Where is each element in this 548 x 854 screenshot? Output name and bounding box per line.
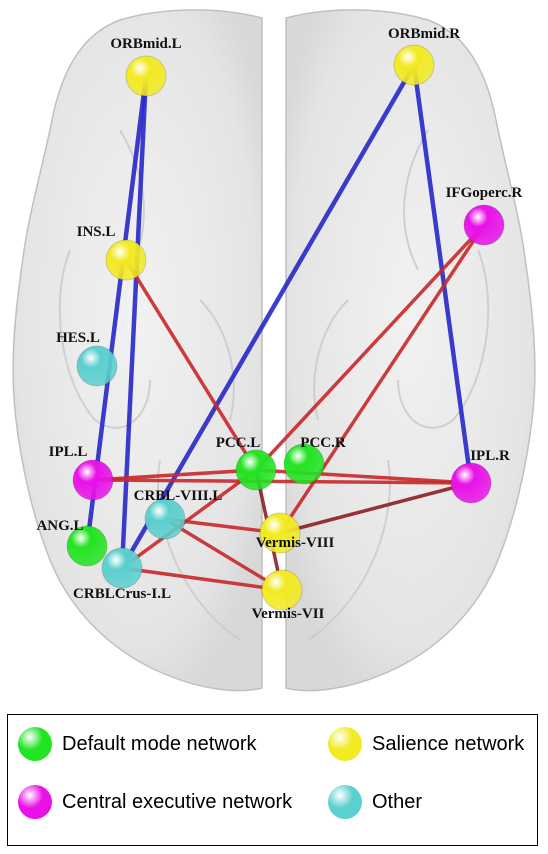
node-label: INS.L: [77, 224, 116, 240]
node-sphere: [464, 205, 504, 245]
legend-swatch-default-mode: [18, 727, 52, 761]
node-label: ANG.L: [36, 518, 83, 534]
legend-label: Central executive network: [62, 791, 292, 814]
node-sphere: [236, 450, 276, 490]
node-label: Vermis-VIII: [256, 535, 335, 551]
node-label: PCC.R: [300, 435, 346, 451]
node-label: IFGoperc.R: [446, 185, 523, 201]
node-label: HES.L: [56, 330, 100, 346]
node-label: Vermis-VII: [252, 606, 325, 622]
node-sphere: [73, 460, 113, 500]
legend-item-other: Other: [328, 785, 422, 819]
node-label: ORBmid.R: [388, 26, 460, 42]
brain-network-svg: ORBmid.L ORBmid.R IFGoperc.R INS.L HES.L PCC.…: [0, 0, 548, 700]
legend: Default mode network Salience network Ce…: [7, 714, 538, 846]
node-sphere: [126, 56, 166, 96]
node-label: CRBLCrus-I.L: [73, 586, 171, 602]
node-sphere: [106, 240, 146, 280]
right-hemisphere: [286, 10, 535, 691]
node-sphere: [394, 45, 434, 85]
node-label: IPL.R: [470, 448, 510, 464]
legend-swatch-other: [328, 785, 362, 819]
node-sphere: [102, 548, 142, 588]
node-label: PCC.L: [216, 435, 261, 451]
node-label: CRBL-VIII.L: [134, 488, 223, 504]
node-label: ORBmid.L: [110, 36, 181, 52]
legend-swatch-central-executive: [18, 785, 52, 819]
legend-label: Default mode network: [62, 733, 257, 756]
legend-item-central-executive: Central executive network: [18, 785, 292, 819]
brain-network-figure: ORBmid.L ORBmid.R IFGoperc.R INS.L HES.L PCC.…: [0, 0, 548, 700]
node-sphere: [451, 463, 491, 503]
node-sphere: [145, 499, 185, 539]
node-sphere: [77, 346, 117, 386]
legend-label: Other: [372, 791, 422, 814]
legend-item-default-mode: Default mode network: [18, 727, 257, 761]
legend-label: Salience network: [372, 733, 524, 756]
legend-item-salience: Salience network: [328, 727, 524, 761]
legend-swatch-salience: [328, 727, 362, 761]
node-label: IPL.L: [49, 444, 88, 460]
node-sphere: [262, 570, 302, 610]
